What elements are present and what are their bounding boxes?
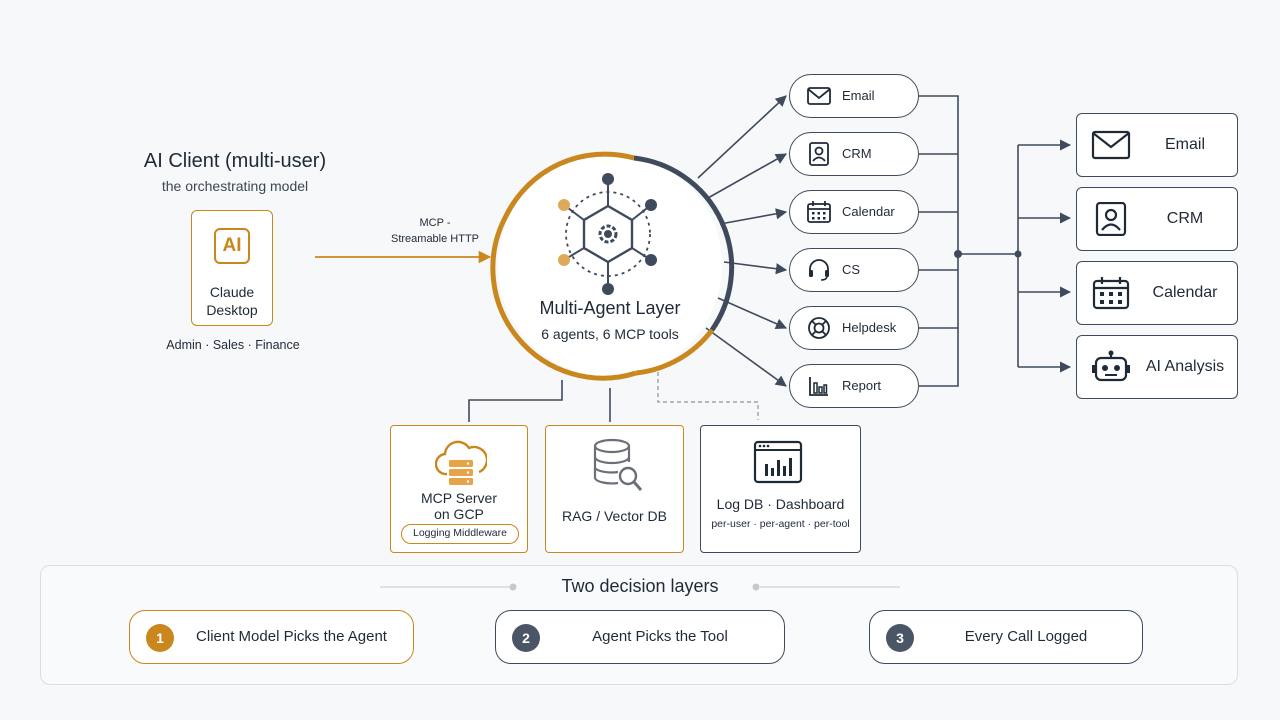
tool-label: Email <box>1164 136 1205 153</box>
core-subtitle: 6 agents, 6 MCP tools <box>541 326 679 342</box>
agent-email[interactable]: Email <box>789 74 919 118</box>
claude-desktop-card[interactable]: AI Claude Desktop <box>191 210 273 326</box>
agent-label: CS <box>842 262 861 277</box>
mail-icon <box>807 87 831 105</box>
database-search-icon <box>593 438 643 491</box>
log-db-title: Log DB · Dashboard <box>716 496 845 512</box>
transport-label: MCP - Streamable HTTP <box>390 217 480 245</box>
hub-circle <box>498 153 722 377</box>
client-subtitle: the orchestrating model <box>161 178 309 194</box>
tool-crm[interactable]: CRM <box>1076 187 1238 251</box>
step-label: Client Model Picks the Agent <box>196 628 387 645</box>
dashboard-icon <box>753 440 803 484</box>
client-roles: Admin · Sales · Finance <box>166 338 300 352</box>
agent-report[interactable]: Report <box>789 364 919 408</box>
agent-helpdesk[interactable]: Helpdesk <box>789 306 919 350</box>
step-label: Agent Picks the Tool <box>592 628 728 645</box>
tool-label: Calendar <box>1152 284 1218 301</box>
core-title: Multi-Agent Layer <box>539 298 681 318</box>
mail-icon <box>1091 130 1131 160</box>
agent-cs[interactable]: CS <box>789 248 919 292</box>
step-2: 2 Agent Picks the Tool <box>495 610 785 664</box>
contact-icon <box>809 142 829 166</box>
agent-label: CRM <box>842 146 872 161</box>
headset-icon <box>809 259 829 281</box>
step-number: 3 <box>886 624 914 652</box>
mcp-server-title: MCP Server on GCP <box>421 490 497 522</box>
client-title: AI Client (multi-user) <box>143 150 327 172</box>
client-name: Claude Desktop <box>206 284 258 318</box>
network-hub-icon <box>558 173 657 295</box>
robot-icon <box>1092 350 1130 382</box>
tool-calendar[interactable]: Calendar <box>1076 261 1238 325</box>
logging-middleware-badge: Logging Middleware <box>401 524 519 544</box>
tool-ai-analysis[interactable]: AI Analysis <box>1076 335 1238 399</box>
mcp-server-card[interactable]: MCP Server on GCP Logging Middleware <box>390 425 528 553</box>
agent-crm[interactable]: CRM <box>789 132 919 176</box>
log-db-subtitle: per-user · per-agent · per-tool <box>711 518 850 530</box>
log-db-card[interactable]: Log DB · Dashboard per-user · per-agent … <box>700 425 861 553</box>
step-3: 3 Every Call Logged <box>869 610 1143 664</box>
lifebuoy-icon <box>808 317 830 339</box>
step-label: Every Call Logged <box>964 628 1088 645</box>
decision-panel-title: Two decision layers <box>561 576 719 596</box>
ai-logo-icon: AI <box>214 228 250 264</box>
tool-email[interactable]: Email <box>1076 113 1238 177</box>
agent-label: Email <box>842 88 875 103</box>
agent-label: Report <box>842 378 882 393</box>
agent-label: Helpdesk <box>842 320 897 335</box>
step-1: 1 Client Model Picks the Agent <box>129 610 414 664</box>
cloud-server-icon <box>435 440 487 485</box>
contact-icon <box>1095 202 1127 236</box>
rag-title: RAG / Vector DB <box>561 508 668 524</box>
calendar-icon <box>807 201 831 223</box>
agent-calendar[interactable]: Calendar <box>789 190 919 234</box>
calendar-icon <box>1092 277 1130 310</box>
agent-label: Calendar <box>842 204 895 219</box>
tool-label: AI Analysis <box>1145 358 1225 375</box>
tool-label: CRM <box>1166 210 1204 227</box>
step-number: 1 <box>146 624 174 652</box>
panel-title-divider <box>380 583 900 591</box>
bar-chart-icon <box>809 377 828 396</box>
step-number: 2 <box>512 624 540 652</box>
rag-vector-db-card[interactable]: RAG / Vector DB <box>545 425 684 553</box>
